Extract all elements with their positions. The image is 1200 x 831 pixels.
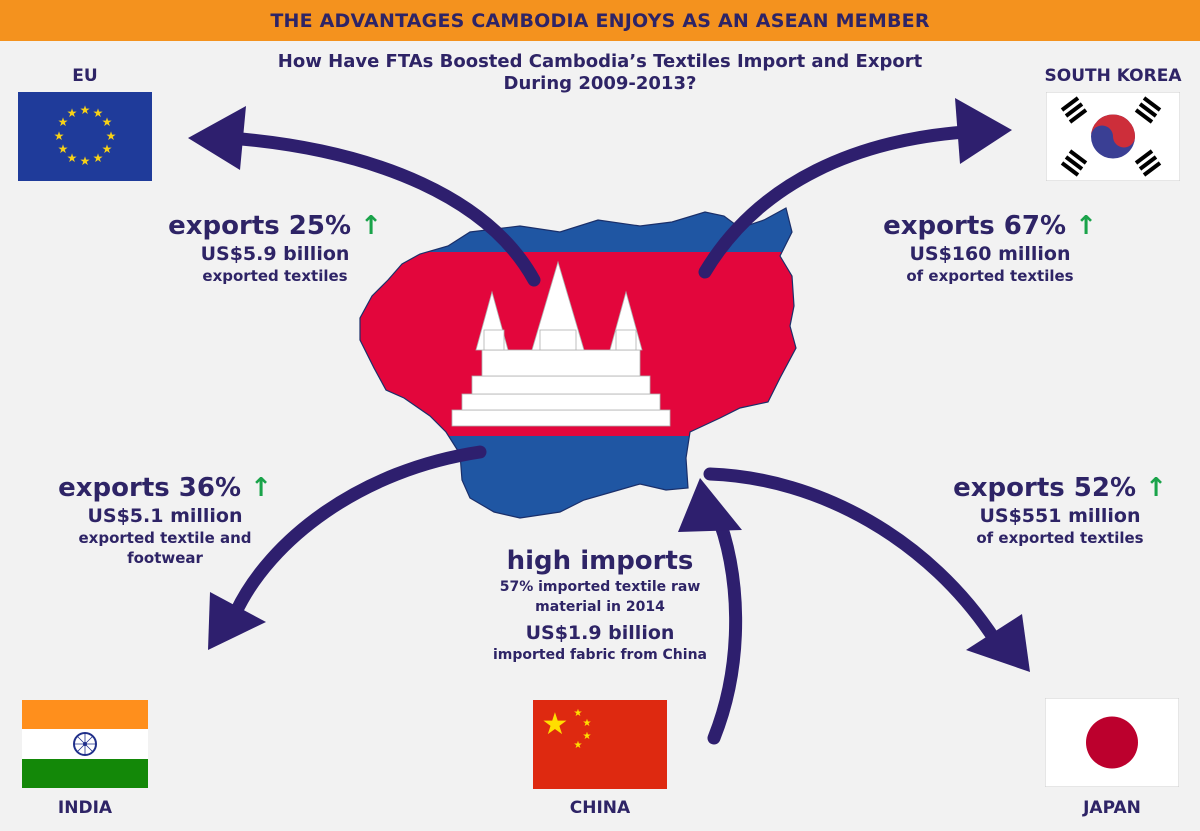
arrow-head-china xyxy=(678,478,742,532)
eu-label: EU xyxy=(72,66,98,86)
svg-text:★: ★ xyxy=(102,142,113,156)
china-amount: US$1.9 billion xyxy=(525,622,675,644)
svg-text:★: ★ xyxy=(93,151,104,165)
arrow-to-india xyxy=(229,445,487,619)
up-arrow-icon: ↑ xyxy=(360,211,382,241)
subtitle-line-1: How Have FTAs Boosted Cambodia’s Textile… xyxy=(277,51,923,72)
eu-stat: exports 25% ↑ US$5.9 billion exported te… xyxy=(150,210,400,286)
arrow-head-south-korea xyxy=(955,98,1012,164)
svg-text:★: ★ xyxy=(58,115,69,129)
south-korea-headline: exports 67% ↑ xyxy=(870,210,1110,242)
arrow-to-south-korea xyxy=(698,125,972,279)
china-desc-3: imported fabric from China xyxy=(493,647,707,663)
china-flag-icon: ★ ★ ★ ★ ★ xyxy=(533,700,667,789)
svg-text:★: ★ xyxy=(80,154,91,168)
arrow-to-japan xyxy=(703,467,1002,647)
south-korea-desc: of exported textiles xyxy=(906,267,1074,285)
svg-text:★: ★ xyxy=(67,151,78,165)
south-korea-amount: US$160 million xyxy=(909,243,1071,265)
up-arrow-icon: ↑ xyxy=(1075,211,1097,241)
svg-text:★: ★ xyxy=(93,106,104,120)
arrow-to-eu xyxy=(223,131,541,287)
svg-text:★: ★ xyxy=(80,103,91,117)
arrow-head-japan xyxy=(966,614,1030,672)
india-flag-icon xyxy=(22,700,148,788)
arrow-from-china xyxy=(707,505,743,745)
svg-text:★: ★ xyxy=(583,731,592,742)
china-desc-2: material in 2014 xyxy=(535,599,665,615)
south-korea-stat: exports 67% ↑ US$160 million of exported… xyxy=(870,210,1110,286)
eu-amount: US$5.9 billion xyxy=(200,243,350,265)
india-headline-text: exports 36% xyxy=(58,473,242,503)
angkor-wat-icon xyxy=(451,260,671,427)
japan-flag-icon xyxy=(1045,698,1179,787)
japan-label: JAPAN xyxy=(1083,798,1141,818)
up-arrow-icon: ↑ xyxy=(250,473,272,503)
eu-desc: exported textiles xyxy=(202,267,348,285)
india-headline: exports 36% ↑ xyxy=(40,472,290,504)
svg-text:★: ★ xyxy=(54,129,65,143)
japan-headline-text: exports 52% xyxy=(953,473,1137,503)
china-stat: high imports 57% imported textile raw ma… xyxy=(460,545,740,665)
india-amount: US$5.1 million xyxy=(87,505,243,527)
title-banner: THE ADVANTAGES CAMBODIA ENJOYS AS AN ASE… xyxy=(0,0,1200,41)
south-korea-label: SOUTH KOREA xyxy=(1044,66,1182,86)
svg-text:★: ★ xyxy=(583,718,592,729)
svg-text:★: ★ xyxy=(574,740,583,751)
eu-headline: exports 25% ↑ xyxy=(150,210,400,242)
svg-text:★: ★ xyxy=(58,142,69,156)
eu-flag-icon: ★★★ ★★★ ★★★ ★★★ xyxy=(18,92,152,181)
japan-headline: exports 52% ↑ xyxy=(940,472,1180,504)
svg-text:★: ★ xyxy=(67,106,78,120)
subtitle: How Have FTAs Boosted Cambodia’s Textile… xyxy=(240,51,960,95)
china-label: CHINA xyxy=(569,798,631,818)
china-headline: high imports xyxy=(506,546,694,576)
india-label: INDIA xyxy=(57,798,113,818)
japan-stat: exports 52% ↑ US$551 million of exported… xyxy=(940,472,1180,548)
japan-amount: US$551 million xyxy=(979,505,1141,527)
india-desc-2: footwear xyxy=(127,549,203,567)
arrow-heads xyxy=(188,98,1030,672)
cambodia-map-outline xyxy=(359,207,797,519)
subtitle-line-2: During 2009-2013? xyxy=(503,73,697,94)
china-desc-1: 57% imported textile raw xyxy=(499,579,701,595)
eu-headline-text: exports 25% xyxy=(168,211,352,241)
south-korea-headline-text: exports 67% xyxy=(883,211,1067,241)
japan-desc: of exported textiles xyxy=(976,529,1144,547)
arrow-head-india xyxy=(208,592,266,650)
svg-text:★: ★ xyxy=(102,115,113,129)
india-stat: exports 36% ↑ US$5.1 million exported te… xyxy=(40,472,290,568)
svg-text:★: ★ xyxy=(574,708,583,719)
flow-arrows xyxy=(223,125,1002,745)
svg-text:★: ★ xyxy=(542,707,569,742)
svg-text:★: ★ xyxy=(106,129,117,143)
banner-title: THE ADVANTAGES CAMBODIA ENJOYS AS AN ASE… xyxy=(270,9,930,32)
india-desc-1: exported textile and xyxy=(78,529,252,547)
up-arrow-icon: ↑ xyxy=(1145,473,1167,503)
arrow-head-eu xyxy=(188,106,246,170)
south-korea-flag-icon xyxy=(1046,92,1180,181)
